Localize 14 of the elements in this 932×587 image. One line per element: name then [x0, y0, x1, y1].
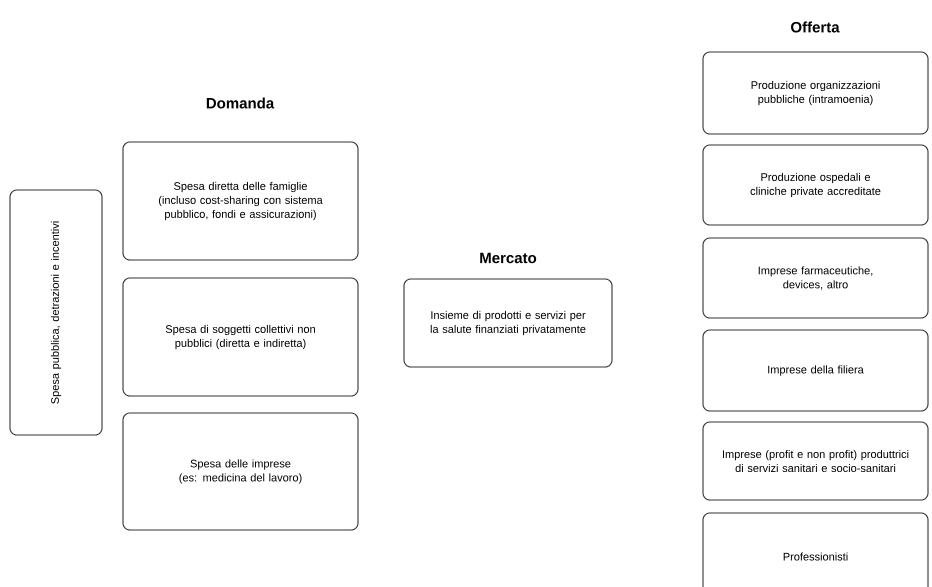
text-box: Professionisti: [702, 512, 929, 587]
text-box: Spesa delle imprese (es: medicina del lavoro): [122, 412, 359, 531]
text-box: Spesa di soggetti collettivi non pubblici (diretta e indiretta): [122, 277, 359, 397]
text-box: Spesa diretta delle famiglie (incluso cost-sharing con sistema pubblico, fondi e assicurazioni): [122, 141, 359, 261]
text-box: Produzione ospedali e cliniche private accreditate: [702, 144, 929, 226]
column-heading: Offerta: [791, 22, 840, 32]
text-box: Imprese farmaceutiche, devices, altro: [702, 237, 929, 319]
text-box: Insieme di prodotti e servizi per la salute finanziati privatamente: [403, 278, 613, 368]
column-heading: Domanda: [206, 98, 274, 108]
column-heading: Mercato: [480, 252, 536, 264]
text-box: Spesa pubblica, detrazioni e incentivi: [9, 189, 103, 436]
text-box: Produzione organizzazioni pubbliche (intramoenia): [702, 51, 929, 135]
text-box: Imprese (profit e non profit) produttrici di servizi sanitari e socio-sanitari: [702, 421, 929, 501]
text-box: Imprese della filiera: [702, 329, 929, 412]
